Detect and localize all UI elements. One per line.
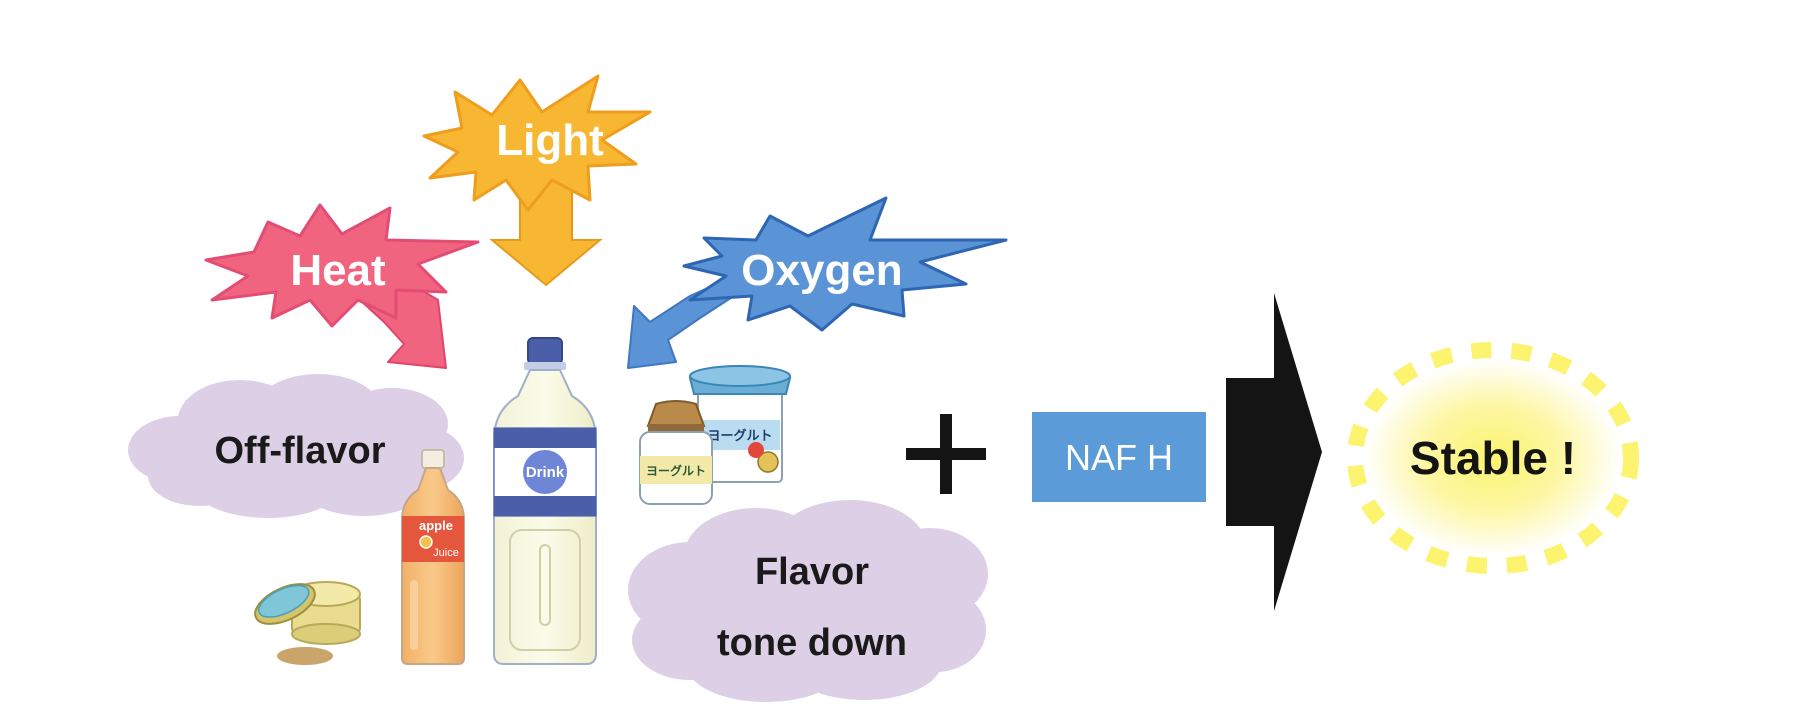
drink-bottle-illustration: Drink bbox=[493, 337, 597, 665]
off-flavor-cloud: Off-flavor bbox=[128, 374, 464, 518]
apple-juice-label bbox=[402, 516, 464, 562]
off-flavor-label: Off-flavor bbox=[215, 430, 386, 472]
flavor-tone-down-cloud: Flavor tone down bbox=[628, 500, 988, 702]
oxygen-factor: Oxygen bbox=[627, 196, 1008, 369]
flavor-label: Flavor bbox=[755, 551, 869, 593]
juice-text: Juice bbox=[433, 547, 459, 559]
cream-tin-illustration bbox=[254, 581, 361, 665]
oxygen-label: Oxygen bbox=[741, 246, 902, 295]
yogurt-illustration: ヨーグルト ヨーグルト bbox=[639, 365, 792, 505]
apple-text: apple bbox=[419, 518, 453, 533]
light-label: Light bbox=[496, 116, 604, 165]
light-burst bbox=[422, 74, 652, 212]
glow-dashed-ring bbox=[1347, 342, 1639, 574]
heat-burst bbox=[204, 203, 480, 328]
light-factor: Light bbox=[422, 74, 652, 287]
yogurt-text-front: ヨーグルト bbox=[646, 463, 706, 478]
drink-text: Drink bbox=[526, 464, 565, 481]
yogurt-text-back: ヨーグルト bbox=[707, 428, 772, 443]
apple-juice-bottle-illustration: apple Juice bbox=[401, 449, 465, 665]
heat-label: Heat bbox=[290, 246, 386, 295]
naf-h-box: NAF H bbox=[1032, 412, 1206, 502]
heat-factor: Heat bbox=[204, 203, 480, 369]
oxygen-burst bbox=[682, 196, 1008, 332]
result-arrow bbox=[1226, 293, 1322, 611]
naf-h-label: NAF H bbox=[1065, 437, 1173, 478]
stable-glow: Stable ! bbox=[1347, 342, 1639, 574]
stable-label: Stable ! bbox=[1410, 432, 1576, 484]
plus-sign bbox=[906, 414, 986, 494]
tone-down-label: tone down bbox=[717, 622, 907, 664]
